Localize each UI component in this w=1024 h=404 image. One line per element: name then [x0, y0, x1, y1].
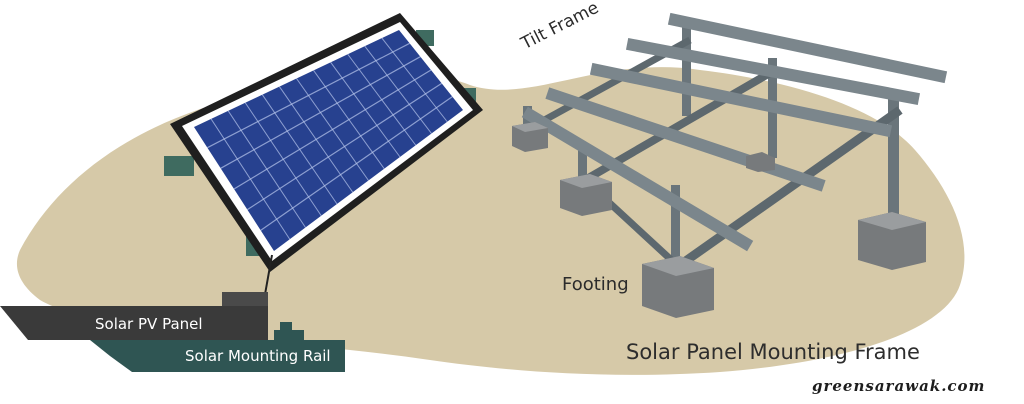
frame-brace [677, 106, 903, 269]
frame-rail [667, 12, 948, 84]
frame-rail [521, 106, 754, 252]
credit-watermark: greensarawak.com [812, 377, 986, 395]
footing-block [858, 212, 926, 270]
solar-pv-panel-label: Solar PV Panel [95, 315, 203, 333]
footing-block [512, 122, 548, 152]
solar-panel [164, 13, 483, 272]
frame-post [671, 185, 680, 268]
footing-block [560, 174, 612, 216]
diagram-title: Solar Panel Mounting Frame [626, 340, 920, 364]
mounting-bracket [164, 156, 194, 176]
footing-label: Footing [562, 274, 629, 295]
panel-grid-line [207, 42, 410, 149]
frame-post [578, 150, 587, 182]
footing-block [746, 152, 775, 172]
footing-block [642, 256, 714, 318]
panel-grid-line [260, 96, 453, 231]
panel-cell-grid [207, 37, 453, 240]
panel-grid-line [233, 69, 432, 190]
panel-grid-line [220, 56, 421, 169]
panel-grid-line [247, 82, 442, 211]
frame-rail [625, 37, 921, 106]
tilt-frame [521, 12, 948, 271]
rail-tag-shape [90, 322, 345, 372]
frame-post [682, 26, 691, 116]
footings [512, 122, 926, 318]
panel-tag-shape [0, 292, 268, 340]
frame-rail [589, 62, 893, 138]
frame-post [888, 96, 899, 220]
solar-mounting-rail-label: Solar Mounting Rail [185, 347, 331, 365]
